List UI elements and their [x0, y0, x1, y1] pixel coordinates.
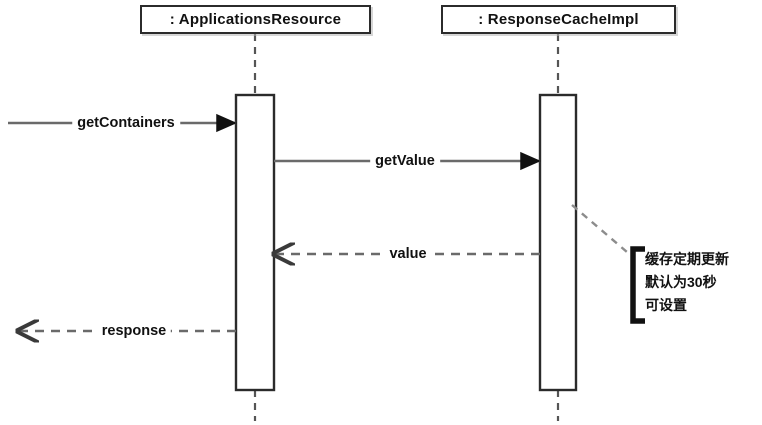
message-label-value[interactable]: value — [384, 246, 432, 262]
activation-bar-response-cache-impl — [538, 93, 578, 392]
lifeline-header-label: : ApplicationsResource — [169, 11, 342, 28]
activation-bar-applications-resource — [234, 93, 276, 392]
lifeline-header-label: : ResponseCacheImpl — [478, 11, 639, 28]
lifeline-header-response-cache-impl[interactable]: : ResponseCacheImpl — [441, 5, 676, 34]
message-label-response[interactable]: response — [96, 323, 172, 339]
message-label-get-containers[interactable]: getContainers — [72, 115, 180, 131]
note-bracket — [630, 246, 645, 324]
cache-note-line-2: 默认为30秒 — [645, 274, 717, 290]
cache-note-text[interactable]: 缓存定期更新 默认为30秒 可设置 — [645, 248, 757, 317]
cache-note-line-3: 可设置 — [645, 297, 687, 313]
lifeline-header-applications-resource[interactable]: : ApplicationsResource — [140, 5, 371, 34]
message-label-get-value[interactable]: getValue — [370, 153, 440, 169]
cache-note-line-1: 缓存定期更新 — [645, 251, 729, 267]
note-connector-line — [571, 204, 635, 259]
